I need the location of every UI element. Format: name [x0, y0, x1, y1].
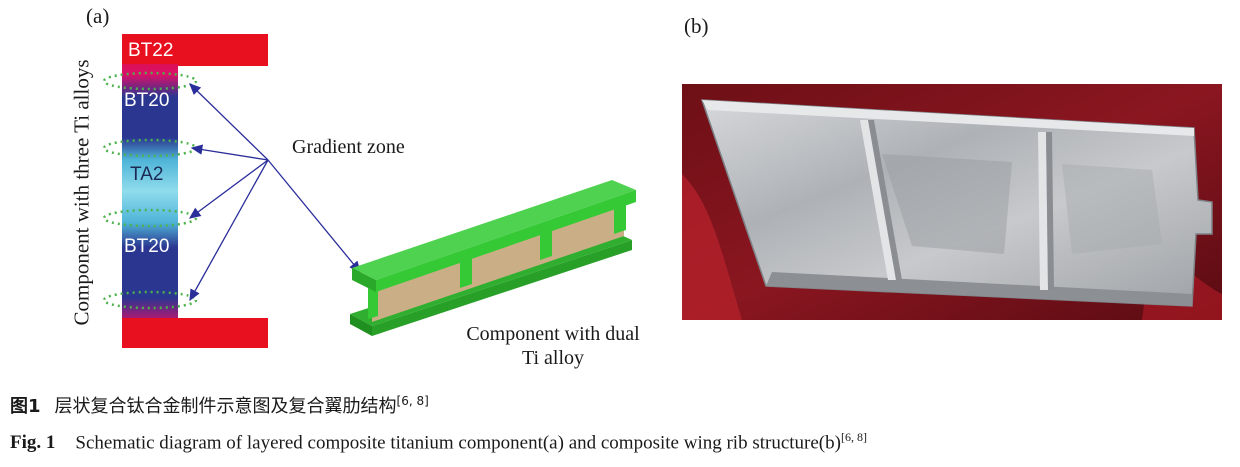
alloy-label-lower: BT20 [124, 236, 170, 257]
dual-alloy-label-line1: Component with dual [466, 323, 640, 345]
caption-zh: 图1 层状复合钛合金制件示意图及复合翼肋结构[6, 8] [10, 392, 429, 418]
caption-en: Fig. 1 Schematic diagram of layered compo… [10, 430, 867, 454]
layered-component-schematic [102, 34, 636, 348]
panel-a-label: (a) [86, 4, 110, 28]
alloy-label-top: BT22 [128, 40, 174, 61]
dual-alloy-label: Component with dual Ti alloy [448, 322, 658, 370]
alloy-bar [122, 34, 178, 348]
dual-alloy-beam [350, 180, 636, 336]
caption-zh-text: 层状复合钛合金制件示意图及复合翼肋结构 [54, 396, 397, 417]
caption-en-fig: Fig. 1 [10, 432, 56, 454]
gradient-zone-label: Gradient zone [292, 136, 405, 158]
gradient-arrows [188, 83, 361, 302]
caption-en-ref: [6, 8] [840, 430, 867, 444]
alloy-label-upper: BT20 [124, 90, 170, 111]
caption-zh-ref: [6, 8] [396, 394, 429, 408]
alloy-label-middle: TA2 [130, 164, 164, 185]
caption-zh-fig: 图1 [10, 396, 41, 417]
dual-alloy-label-line2: Ti alloy [521, 347, 585, 369]
panel-b-label: (b) [684, 14, 709, 38]
wing-rib-photo [682, 84, 1222, 320]
caption-en-text: Schematic diagram of layered composite t… [75, 432, 841, 454]
